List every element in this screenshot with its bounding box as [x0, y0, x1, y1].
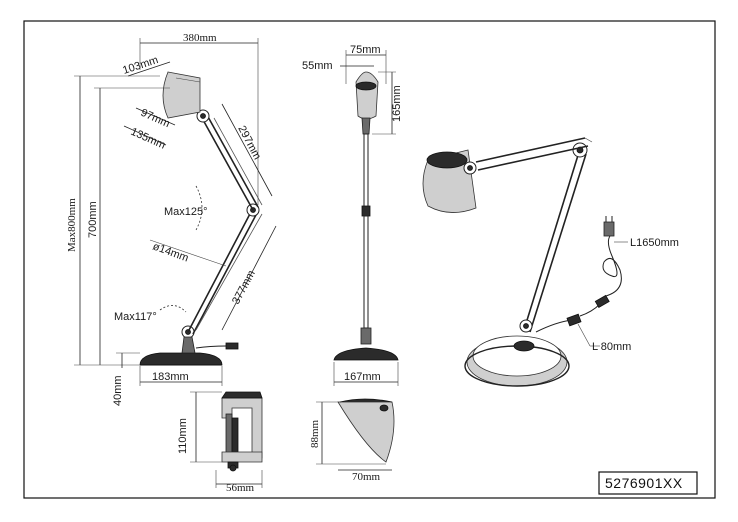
perspective-lamp: L1650mm L 80mm: [422, 137, 679, 387]
dim-55-label: 55mm: [302, 60, 333, 72]
shade-70-label: 70mm: [352, 471, 381, 483]
clamp-56-label: 56mm: [226, 482, 255, 494]
dim-dia14-label: ø14mm: [151, 241, 190, 265]
power-plug: [603, 221, 615, 237]
front-base: [333, 347, 399, 361]
cable-1650-label: L1650mm: [630, 237, 679, 249]
front-shade: [355, 71, 379, 120]
dim-297-label: 297mm: [235, 124, 263, 162]
side-view-lamp: 380mm 103mm 97mm 135mm 297mm Max125° ø14…: [66, 32, 277, 406]
clamp-110-label: 110mm: [177, 418, 189, 454]
side-base: [139, 352, 223, 366]
dim-165-label: 165mm: [391, 85, 403, 122]
dim-135-label: 135mm: [129, 126, 167, 152]
dim-167-label: 167mm: [344, 371, 381, 383]
side-shade: [162, 71, 201, 119]
angle-117-label: Max117°: [114, 311, 157, 323]
dim-377-label: 377mm: [230, 268, 258, 306]
dim-75-label: 75mm: [350, 44, 381, 56]
shade-88-label: 88mm: [309, 419, 321, 448]
dim-max800-label: Max800mm: [66, 198, 78, 252]
dim-103-label: 103mm: [121, 54, 160, 77]
sheet-border: [23, 20, 716, 499]
angle-125-label: Max125°: [164, 206, 208, 218]
clamp-detail: 110mm 56mm: [177, 391, 263, 494]
cable-80-label: L 80mm: [592, 341, 631, 353]
front-joint: [361, 205, 371, 217]
dim-40-label: 40mm: [112, 375, 124, 406]
front-view-lamp: 75mm 55mm 165mm 167mm: [302, 44, 403, 386]
product-code-box: 5276901XX: [598, 471, 698, 495]
dim-380-label: 380mm: [183, 32, 217, 44]
dim-183-label: 183mm: [152, 371, 189, 383]
product-code: 5276901XX: [605, 475, 683, 491]
dim-700-label: 700mm: [87, 201, 99, 238]
shade-detail: 88mm 70mm: [309, 398, 395, 483]
